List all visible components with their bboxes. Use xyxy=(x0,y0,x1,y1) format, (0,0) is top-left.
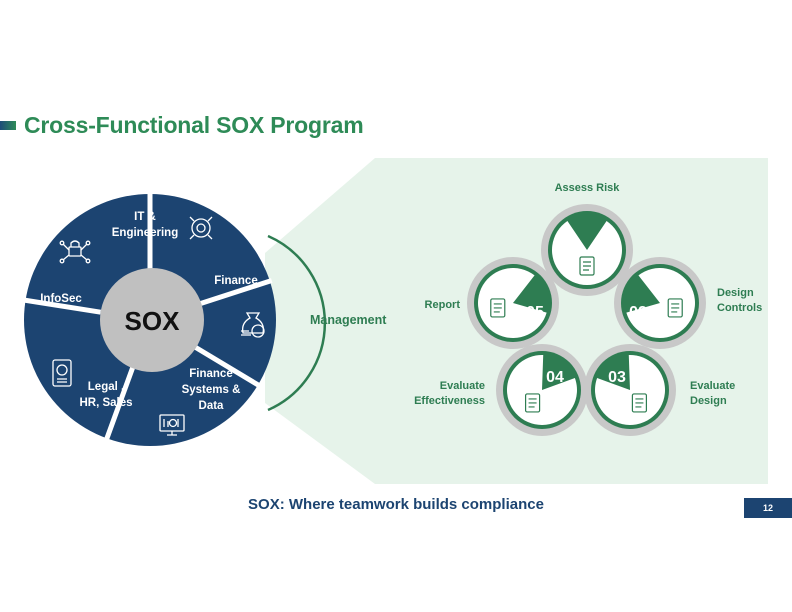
wheel-icons xyxy=(52,216,265,436)
wheel-segment-label-line: IT & xyxy=(134,211,156,223)
wheel-segment-label: InfoSec xyxy=(40,293,82,305)
cycle-step-face xyxy=(477,267,547,338)
cycle-step-number: 05 xyxy=(526,304,544,321)
management-label: Management xyxy=(310,313,387,327)
clipboard-warning-icon xyxy=(579,256,595,276)
gear-settings-icon xyxy=(667,298,683,318)
cycle-step-number: 03 xyxy=(608,369,626,386)
cycle-step-label-line: Assess Risk xyxy=(555,182,621,194)
cycle-step-label-line: Effectiveness xyxy=(414,395,485,407)
wheel-segment-label: Legal , HR, Sales xyxy=(79,381,132,409)
management-bracket xyxy=(267,234,327,412)
sox-center-label: SOX xyxy=(125,306,181,336)
wheel-divider xyxy=(103,366,136,442)
certificate-icon xyxy=(631,393,648,413)
cycle-step-label-line: Report xyxy=(425,299,461,311)
wheel-segment-label-line: Data xyxy=(199,400,225,412)
cycle-step-label-line: Design xyxy=(690,395,727,407)
cycle-step-label-line: Evaluate xyxy=(440,380,485,392)
wheel-segment-label-line: InfoSec xyxy=(40,293,82,305)
wheel-segment-label-line: Engineering xyxy=(112,227,178,239)
cycle-step-label-line: Design xyxy=(717,287,754,299)
wheel-divider xyxy=(23,297,102,315)
cycle-step-label: Assess Risk xyxy=(555,182,621,194)
cycle-step-label: Report xyxy=(425,299,461,311)
document-seal-icon xyxy=(52,359,72,387)
cycle-step-label-line: Evaluate xyxy=(690,380,735,392)
cycle-step-number: 04 xyxy=(546,369,564,386)
wheel-divider xyxy=(191,343,262,389)
slide-caption: SOX: Where teamwork builds compliance xyxy=(248,496,544,513)
wheel-segment-label-line: Finance xyxy=(189,368,232,380)
network-lock-icon xyxy=(59,240,91,264)
sox-center-circle xyxy=(100,268,204,372)
page-number: 12 xyxy=(744,498,792,518)
cycle-step-05: 05 Report xyxy=(425,257,559,349)
wheel-segment-label-line: Legal , xyxy=(88,381,124,393)
monitor-dollar-icon xyxy=(159,414,185,436)
page-title: Cross-Functional SOX Program xyxy=(24,112,364,138)
cycle-step-face xyxy=(595,355,665,426)
wheel-segment-label-line: Finance xyxy=(214,275,257,287)
gear-check-icon xyxy=(524,393,541,413)
money-bag-icon xyxy=(241,312,265,338)
wheel-segment-label-line: HR, Sales xyxy=(79,397,132,409)
cycle-step-label-line: Controls xyxy=(717,302,762,314)
cycle-step-number: 02 xyxy=(629,304,647,321)
wheel-divider xyxy=(196,278,273,307)
wheel-segment-label: IT & Engineering xyxy=(112,211,178,239)
report-chart-icon xyxy=(490,298,506,318)
cycle-step-face xyxy=(626,267,695,338)
cycle-step-face xyxy=(551,220,622,285)
wheel-segment-label: Finance xyxy=(214,275,257,287)
title-accent-bar xyxy=(0,121,16,130)
wheel-segment-label-line: Systems & xyxy=(182,384,241,396)
wheel-dividers xyxy=(23,192,273,442)
cycle-step-face xyxy=(506,355,577,426)
gear-wrench-icon xyxy=(189,216,213,240)
